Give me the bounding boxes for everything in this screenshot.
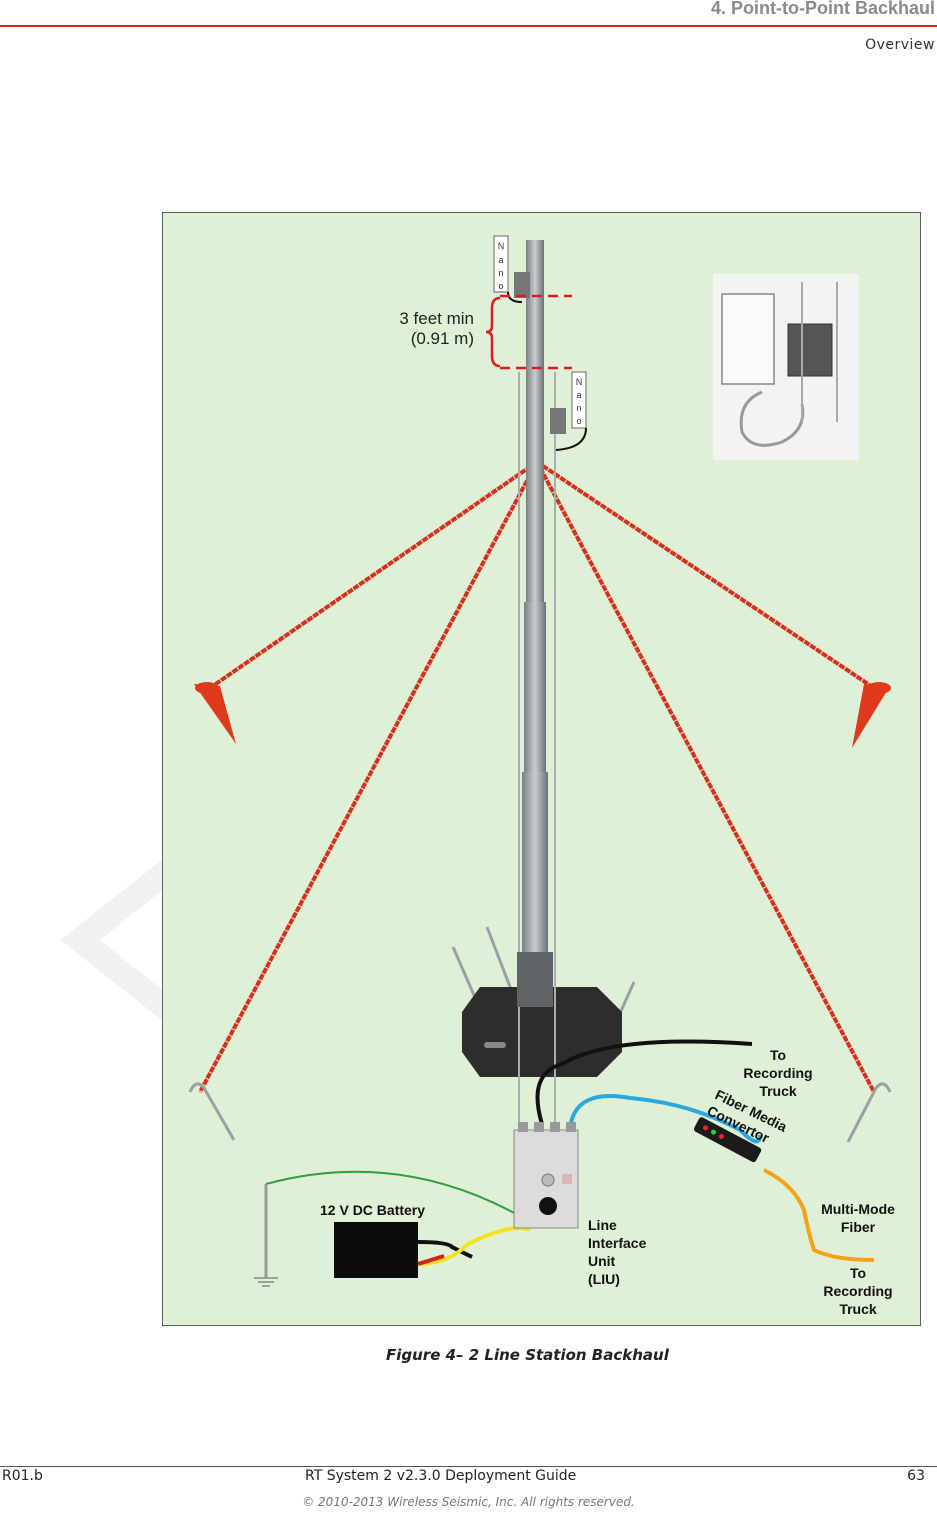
stake-right <box>852 682 891 748</box>
liu-label-2: Interface <box>588 1235 647 1251</box>
battery <box>334 1222 418 1278</box>
liu-label-1: Line <box>588 1217 617 1233</box>
svg-text:a: a <box>576 390 581 400</box>
revision-label: R01.b <box>2 1468 43 1484</box>
figure-caption: Figure 4– 2 Line Station Backhaul <box>386 1346 669 1364</box>
multi-mode-fiber <box>763 1168 875 1262</box>
multi-mode-label-1: Multi-Mode <box>821 1201 895 1217</box>
spacing-label-2: (0.91 m) <box>411 329 474 348</box>
guy-lines <box>198 460 879 1093</box>
mount-inset <box>713 274 859 460</box>
to-truck-top-1: To <box>770 1047 786 1063</box>
to-truck-bottom-2: Recording <box>823 1283 892 1299</box>
svg-text:a: a <box>498 255 503 265</box>
stake-left <box>194 682 236 744</box>
fiber-cable <box>568 1094 762 1144</box>
battery-label: 12 V DC Battery <box>320 1202 425 1218</box>
liu-label-4: (LIU) <box>588 1271 620 1287</box>
footer-rule <box>0 1466 937 1467</box>
spacing-dimension <box>485 294 572 370</box>
to-truck-bottom-3: Truck <box>839 1301 877 1317</box>
nano-radio-bottom: N a n o <box>550 371 587 451</box>
svg-text:N: N <box>498 241 505 251</box>
section-title: Overview <box>865 37 935 53</box>
svg-text:o: o <box>576 416 581 426</box>
mast <box>526 240 544 710</box>
svg-text:N: N <box>576 377 583 387</box>
document-title: RT System 2 v2.3.0 Deployment Guide <box>305 1468 577 1484</box>
to-truck-bottom-1: To <box>850 1265 866 1281</box>
chapter-title: 4. Point-to-Point Backhaul <box>710 0 935 18</box>
nano-radio-top: N a n o <box>493 235 530 303</box>
ethernet-cable <box>535 1039 753 1125</box>
copyright: © 2010-2013 Wireless Seismic, Inc. All r… <box>302 1495 635 1509</box>
svg-text:o: o <box>498 281 503 291</box>
multi-mode-label-2: Fiber <box>841 1219 876 1235</box>
svg-text:n: n <box>498 268 503 278</box>
spacing-label-1: 3 feet min <box>399 309 474 328</box>
line-interface-unit <box>513 1122 579 1229</box>
line-station-figure: N a n o N a n o 3 feet min (0.91 m) <box>162 212 921 1326</box>
to-truck-top-3: Truck <box>759 1083 797 1099</box>
page-number: 63 <box>907 1468 925 1484</box>
liu-label-3: Unit <box>588 1253 616 1269</box>
to-truck-top-2: Recording <box>743 1065 812 1081</box>
header-rule <box>0 25 937 27</box>
svg-text:n: n <box>576 403 581 413</box>
fiber-media-convertor <box>693 1117 762 1163</box>
